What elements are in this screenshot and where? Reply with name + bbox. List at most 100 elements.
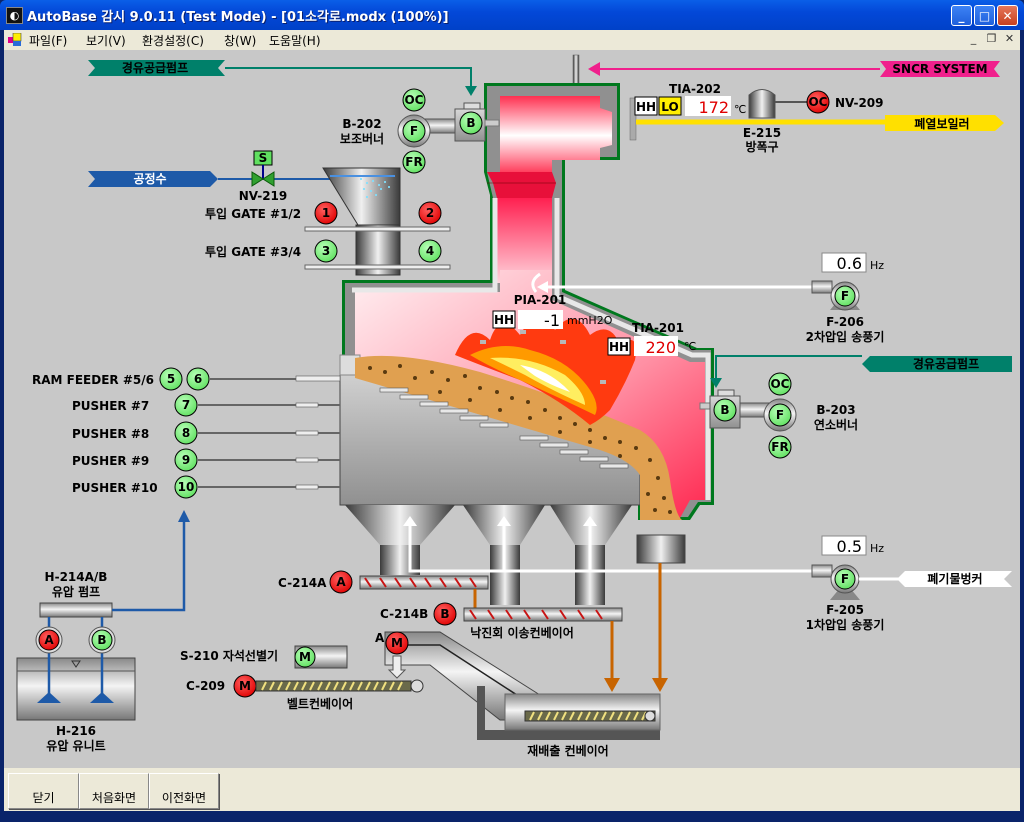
c209-motor[interactable]: M	[233, 674, 257, 698]
svg-text:HH: HH	[494, 313, 514, 327]
pusher-10-label: PUSHER #10	[72, 481, 158, 495]
ash-discharge-conveyor	[477, 686, 661, 740]
menu-window[interactable]: 창(W)	[224, 34, 257, 48]
c214-name: 낙진회 이송컨베이어	[470, 625, 574, 640]
pusher-9-indicator[interactable]: 9	[174, 448, 198, 472]
tia201-unit: ℃	[684, 340, 696, 353]
b202-oc-indicator[interactable]: OC	[402, 88, 426, 112]
pia201-hh-badge: HH	[492, 310, 516, 329]
b203-burner-box[interactable]: B	[699, 389, 741, 429]
svg-text:OC: OC	[770, 377, 789, 391]
svg-text:3: 3	[322, 244, 330, 258]
f206-id: F-206	[826, 315, 864, 329]
f206-value: 0.6	[837, 254, 862, 273]
process-water-tag[interactable]: 공정수	[88, 171, 218, 187]
hyd-pump-a[interactable]: A	[35, 626, 63, 654]
grate-steps	[379, 387, 629, 469]
f205-fan[interactable]: F	[811, 564, 860, 600]
svg-text:9: 9	[182, 453, 190, 467]
svg-text:7: 7	[182, 398, 190, 412]
svg-text:A: A	[336, 575, 346, 589]
pia201-value-box	[518, 310, 563, 329]
f206-unit: Hz	[870, 259, 884, 272]
svg-text:OC: OC	[808, 95, 827, 109]
ram-feeder-6-indicator[interactable]: 6	[186, 367, 210, 391]
app-icon[interactable]: ◐	[6, 7, 23, 24]
mdi-minimize-button[interactable]: _	[970, 32, 977, 45]
svg-text:M: M	[391, 636, 403, 650]
a208-motor[interactable]: M	[385, 631, 409, 655]
svg-text:F: F	[410, 124, 418, 138]
b202-id: B-202	[342, 117, 381, 131]
f206-fan[interactable]: F	[811, 280, 860, 311]
mdi-doc-icon[interactable]	[8, 33, 22, 47]
bottom-nav-bar: 닫기 처음화면 이전화면	[4, 768, 1020, 811]
b202-fan[interactable]: F	[397, 114, 431, 148]
minimize-button[interactable]: _	[951, 5, 972, 26]
previous-screen-button[interactable]: 이전화면	[149, 773, 219, 809]
close-button[interactable]: ✕	[997, 5, 1018, 26]
b203-fr-indicator[interactable]: FR	[768, 435, 792, 459]
oil-supply-pump-tag-top[interactable]: 경유공급펌프	[88, 60, 225, 76]
nv209-id: NV-209	[835, 96, 884, 110]
menu-settings[interactable]: 환경설정(C)	[142, 34, 204, 48]
waste-bunker-tag[interactable]: 폐기물벙커	[897, 571, 1012, 587]
tia201-label: TIA-201	[632, 321, 684, 335]
pia201-unit: mmH2O	[567, 314, 613, 327]
process-canvas: 경유공급펌프 SNCR SYSTEM TIA-202 HH LO 172 ℃	[4, 50, 1020, 768]
pusher-8-label: PUSHER #8	[72, 427, 149, 441]
menu-view[interactable]: 보기(V)	[86, 34, 126, 48]
s210-motor[interactable]: M	[294, 646, 316, 668]
c214b-motor[interactable]: B	[433, 602, 457, 626]
b202-burner-box[interactable]: B	[454, 102, 500, 142]
tia202-value-box	[685, 96, 731, 116]
gate-1-indicator[interactable]: 1	[314, 201, 338, 225]
oil-supply-pump-tag-right[interactable]: 경유공급펌프	[862, 356, 1012, 372]
pusher-7-label: PUSHER #7	[72, 399, 149, 413]
pusher-8-indicator[interactable]: 8	[174, 421, 198, 445]
oil-arrow-right	[710, 378, 722, 388]
mdi-restore-button[interactable]: ❐	[986, 32, 997, 45]
ram-feeder-5-indicator[interactable]: 5	[159, 367, 183, 391]
svg-text:S: S	[259, 151, 268, 165]
hyd-line	[112, 520, 186, 612]
c214b-id: C-214B	[380, 607, 428, 621]
pusher-rods	[295, 375, 341, 490]
tia201-value-box	[634, 336, 678, 356]
oil-line-right	[715, 355, 862, 380]
feed-hopper	[322, 167, 401, 276]
menu-file[interactable]: 파일(F)	[29, 34, 68, 48]
gate-4-indicator[interactable]: 4	[418, 239, 442, 263]
c214a-id: C-214A	[278, 576, 327, 590]
nv219-solenoid-valve[interactable]: S	[251, 150, 275, 187]
tia202-lo-badge: LO	[658, 96, 682, 116]
f205-id: F-205	[826, 603, 864, 617]
pusher-7-indicator[interactable]: 7	[174, 393, 198, 417]
svg-text:5: 5	[167, 372, 175, 386]
gate-34-bar	[304, 264, 451, 270]
pusher-10-indicator[interactable]: 10	[174, 475, 198, 499]
b203-name: 연소버너	[814, 417, 858, 432]
waste-heat-boiler-tag[interactable]: 폐열보일러	[885, 115, 1004, 131]
home-screen-button[interactable]: 처음화면	[79, 773, 149, 809]
b203-oc-indicator[interactable]: OC	[768, 372, 792, 396]
hyd-arrow	[178, 510, 190, 522]
close-screen-button[interactable]: 닫기	[8, 773, 79, 809]
nv209-oc-indicator[interactable]: OC	[806, 90, 830, 114]
menu-help[interactable]: 도움말(H)	[269, 34, 321, 48]
b202-fr-indicator[interactable]: FR	[402, 150, 426, 174]
b203-fan[interactable]: F	[763, 398, 797, 432]
mdi-close-button[interactable]: ✕	[1004, 32, 1015, 45]
ash-drop-arrows	[604, 678, 668, 692]
ash-drop-lines	[610, 563, 662, 680]
sncr-system-tag[interactable]: SNCR SYSTEM	[880, 61, 1000, 77]
menu-bar: 파일(F) 보기(V) 환경설정(C) 창(W) 도움말(H) _ ❐ ✕	[4, 30, 1020, 50]
flames	[455, 316, 636, 425]
c214a-motor[interactable]: A	[329, 570, 353, 594]
maximize-button[interactable]: □	[974, 5, 995, 26]
hyd-pump-b[interactable]: B	[88, 626, 116, 654]
svg-text:B: B	[440, 607, 449, 621]
gate-3-indicator[interactable]: 3	[314, 239, 338, 263]
c209-name: 벨트컨베이어	[287, 696, 353, 711]
gate-2-indicator[interactable]: 2	[418, 201, 442, 225]
